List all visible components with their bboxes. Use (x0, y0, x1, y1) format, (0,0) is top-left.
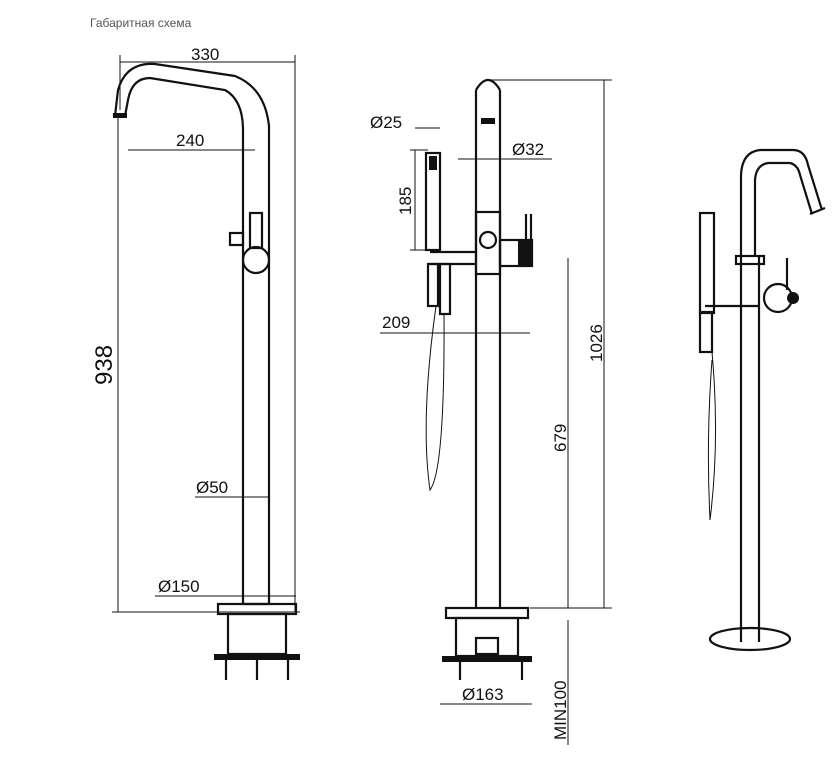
dim-flange-diameter: Ø163 (462, 685, 504, 704)
dim-hose-reach: 209 (382, 313, 410, 332)
dim-spout-diameter: Ø32 (512, 140, 544, 159)
dim-min-depth: MIN100 (551, 680, 570, 740)
dim-outlet-height: 679 (551, 424, 570, 452)
dim-handshower-length: 185 (396, 187, 415, 215)
dim-reach-total: 330 (191, 45, 219, 64)
dim-base-diameter: Ø150 (158, 577, 200, 596)
side-view (380, 78, 612, 745)
front-view (112, 55, 300, 680)
dim-reach-spout: 240 (176, 131, 204, 150)
perspective-view (698, 148, 826, 652)
dim-height-total: 938 (91, 345, 118, 385)
dim-body-diameter: Ø50 (196, 478, 228, 497)
diagram-caption: Габаритная схема (90, 16, 192, 30)
dim-total-height-side: 1026 (587, 324, 606, 362)
dim-handshower-diameter: Ø25 (370, 113, 402, 132)
